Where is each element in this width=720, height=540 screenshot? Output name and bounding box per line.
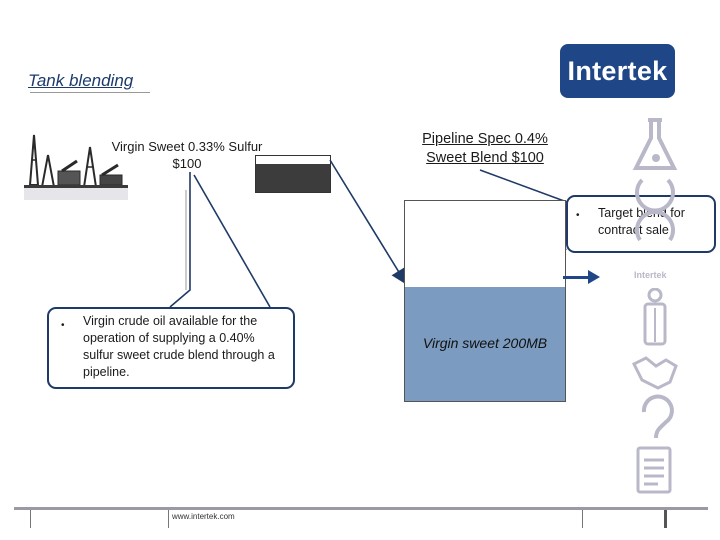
pipeline-arrow-icon <box>588 270 600 284</box>
callout-virgin-crude: • Virgin crude oil available for the ope… <box>47 307 295 389</box>
footer-tick <box>582 510 583 528</box>
footer-tick <box>30 510 31 528</box>
small-tank <box>255 155 331 193</box>
small-tank-fill <box>256 164 330 192</box>
side-watermark: Intertek <box>634 270 667 280</box>
source-label-line2: $100 <box>172 156 202 171</box>
clipboard-icon <box>636 446 672 494</box>
title-underline <box>30 92 150 93</box>
spec-label-line1: Pipeline Spec 0.4% <box>422 131 548 147</box>
pipeline-arrow-shaft <box>563 276 591 279</box>
callout-left-text: Virgin crude oil available for the opera… <box>83 314 275 379</box>
flask-icon <box>632 118 678 170</box>
footer-bar <box>14 507 708 510</box>
bullet-icon: • <box>61 320 65 331</box>
source-label-line1: Virgin Sweet 0.33% Sulfur <box>111 139 263 154</box>
oil-rig-icon <box>24 134 128 200</box>
blend-tank-label: Virgin sweet 200MB <box>422 335 548 351</box>
footer-tick <box>168 510 169 528</box>
globe-icon <box>635 178 675 242</box>
handshake-icon <box>632 356 678 390</box>
source-oil-label: Virgin Sweet 0.33% Sulfur $100 <box>92 138 282 172</box>
bullet-icon: • <box>576 210 580 221</box>
footer-url: www.intertek.com <box>172 512 235 521</box>
blend-tank <box>404 200 566 402</box>
slide-title: Tank blending <box>28 71 134 90</box>
blend-tank-fill <box>405 287 565 401</box>
spec-label-line2: Sweet Blend $100 <box>426 150 544 166</box>
person-icon <box>643 288 667 346</box>
pipeline-spec-label: Pipeline Spec 0.4% Sweet Blend $100 <box>395 130 575 168</box>
ear-icon <box>641 394 674 439</box>
footer-tick <box>664 510 667 528</box>
intertek-logo: Intertek <box>560 44 675 98</box>
